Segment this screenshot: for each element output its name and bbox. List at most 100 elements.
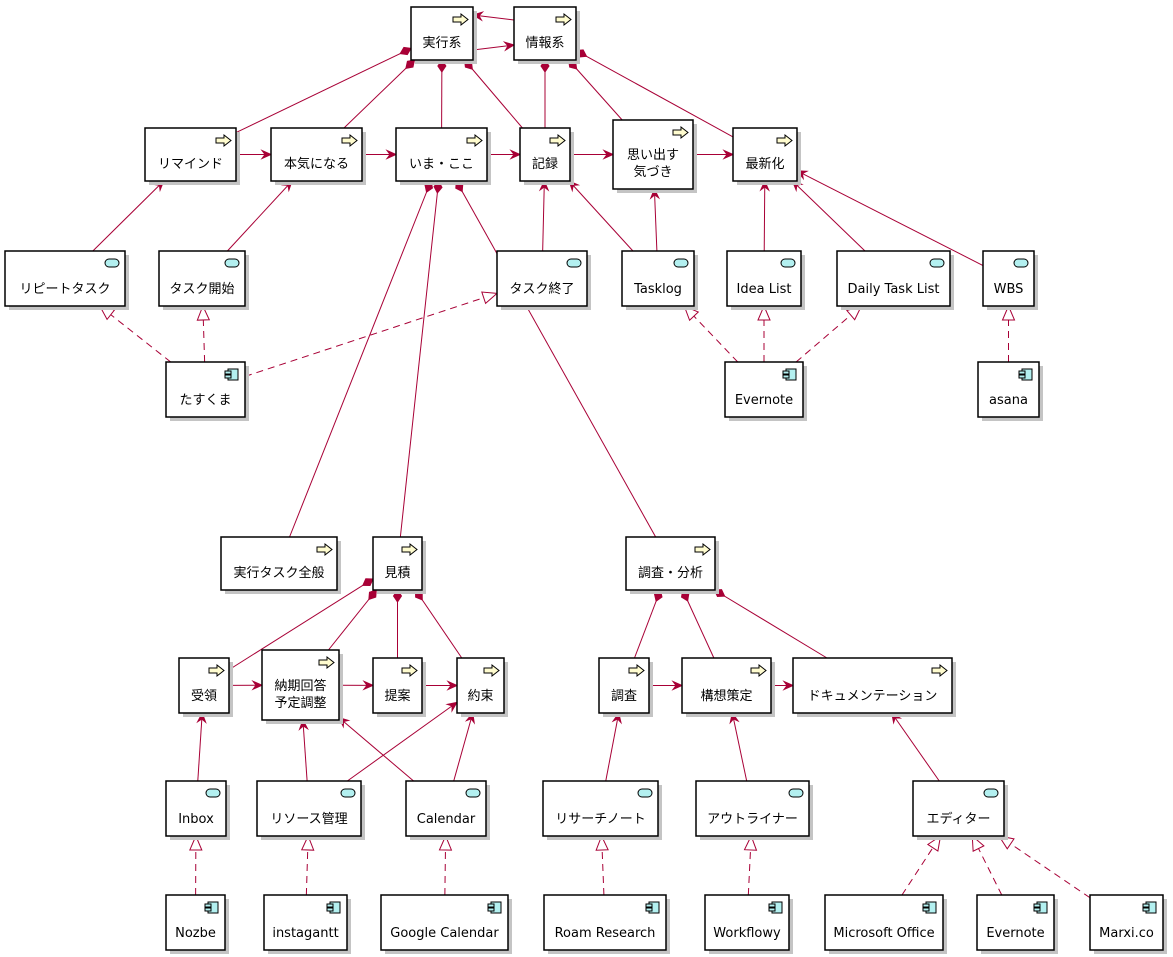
service-pill-icon — [465, 788, 481, 798]
node-roam: Roam Research — [543, 894, 670, 954]
edge-calendar-nouki — [338, 716, 414, 782]
node-honki: 本気になる — [270, 127, 366, 185]
edge-chousabun-chousa — [634, 589, 663, 659]
node-wbs: WBS — [982, 250, 1038, 310]
edge-calendar-yakusoku — [453, 711, 475, 782]
node-label: 見積 — [384, 566, 410, 581]
node-label: タスク開始 — [169, 282, 234, 297]
edge-jouhou-omoidasu — [568, 59, 623, 121]
edge-roam-researchnote — [595, 834, 609, 896]
node-msoffice: Microsoft Office — [824, 894, 947, 954]
edge-honki-imakoko — [362, 149, 398, 160]
node-label: アウトライナー — [707, 812, 798, 827]
node-label: 気づき — [633, 164, 672, 180]
edges-layer — [92, 11, 1091, 899]
process-arrow-icon — [549, 133, 566, 148]
node-label: WBS — [994, 282, 1024, 297]
edge-remind-honki — [236, 149, 273, 160]
node-repeat: リピートタスク — [4, 250, 129, 310]
edge-teian-yakusoku — [422, 680, 459, 691]
process-arrow-icon — [931, 663, 948, 678]
service-pill-icon — [673, 258, 689, 268]
node-calendar: Calendar — [405, 780, 490, 840]
node-label: リソース管理 — [270, 812, 347, 827]
process-arrow-icon — [483, 663, 500, 678]
node-chousa: 調査 — [598, 657, 653, 717]
node-label: Daily Task List — [848, 282, 940, 297]
node-evernote2: Evernote — [976, 894, 1058, 954]
edge-nozbe-inbox — [189, 834, 203, 896]
process-arrow-icon — [672, 125, 689, 140]
node-outliner: アウトライナー — [695, 780, 813, 840]
node-label: 納期回答 — [274, 678, 326, 694]
node-taskend: タスク終了 — [496, 250, 591, 310]
edge-tasklog-omoidasu — [649, 187, 661, 252]
node-yakusoku: 約束 — [456, 657, 508, 717]
node-label: 調査 — [611, 689, 637, 704]
node-label: Tasklog — [633, 282, 682, 297]
edge-chousa-kousou — [649, 680, 684, 691]
edge-juryou-nouki — [228, 680, 264, 691]
node-label: Roam Research — [555, 926, 656, 941]
node-jikkou: 実行系 — [410, 6, 477, 64]
process-arrow-icon — [555, 12, 572, 27]
edge-resource-yakusoku — [347, 701, 459, 782]
node-label: 提案 — [384, 688, 410, 704]
service-pill-icon — [205, 788, 221, 798]
edge-taskuma-taskend — [244, 291, 499, 377]
node-instagantt: instagantt — [263, 894, 351, 954]
edge-idealist-saishin — [759, 179, 770, 252]
edge-dailytask-saishin — [791, 180, 866, 252]
node-nozbe: Nozbe — [165, 894, 229, 954]
edge-outliner-kousou — [729, 711, 748, 782]
node-evernote1: Evernote — [724, 361, 807, 421]
service-pill-icon — [983, 788, 999, 798]
node-taskstart: タスク開始 — [158, 250, 249, 310]
edge-jouhou-kiroku — [540, 59, 550, 128]
service-pill-icon — [224, 258, 240, 268]
node-label: リサーチノート — [555, 812, 646, 827]
node-label: 思い出す — [627, 148, 679, 163]
component-icon — [768, 901, 783, 914]
process-arrow-icon — [401, 663, 418, 678]
edge-taskend-kiroku — [538, 179, 550, 252]
node-label: instagantt — [272, 926, 338, 941]
process-arrow-icon — [316, 542, 333, 557]
edge-repeat-remind — [92, 180, 165, 252]
edge-asana-wbs — [1001, 304, 1016, 362]
node-label: Google Calendar — [390, 926, 499, 941]
node-marxi: Marxi.co — [1089, 894, 1167, 954]
node-label: 最新化 — [745, 156, 784, 172]
edge-resource-nouki — [298, 718, 309, 782]
node-label: 約束 — [467, 689, 493, 704]
node-saishin: 最新化 — [732, 127, 801, 185]
component-icon — [204, 901, 219, 914]
service-pill-icon — [340, 788, 356, 798]
edge-inbox-juryou — [196, 711, 207, 782]
node-jikkoutask: 実行タスク全般 — [220, 536, 341, 594]
node-juryou: 受領 — [178, 657, 233, 717]
component-icon — [922, 901, 937, 914]
edge-jikkou-imakoko — [437, 59, 447, 129]
edge-imakoko-mitsumori — [399, 180, 443, 538]
node-document: ドキュメンテーション — [792, 657, 956, 717]
node-label: 予定調整 — [274, 696, 326, 711]
node-resource: リソース管理 — [256, 780, 365, 840]
edge-editor-document — [891, 711, 940, 782]
edge-imakoko-kiroku — [487, 149, 522, 160]
process-arrow-icon — [628, 663, 645, 678]
node-label: 調査・分析 — [638, 566, 703, 581]
edge-imakoko-chousabun — [455, 180, 657, 538]
node-chousabun: 調査・分析 — [625, 536, 719, 594]
component-icon — [782, 368, 797, 381]
node-label: Evernote — [986, 926, 1044, 941]
edge-jikkou-jouhou — [472, 41, 516, 52]
service-pill-icon — [104, 258, 120, 268]
node-label: Workflowy — [713, 926, 781, 941]
node-researchnote: リサーチノート — [542, 780, 662, 840]
component-icon — [1033, 901, 1048, 914]
edge-msoffice-editor — [901, 834, 942, 896]
service-pill-icon — [929, 258, 945, 268]
edge-workflowy-outliner — [743, 834, 758, 896]
node-label: 本気になる — [284, 156, 349, 172]
